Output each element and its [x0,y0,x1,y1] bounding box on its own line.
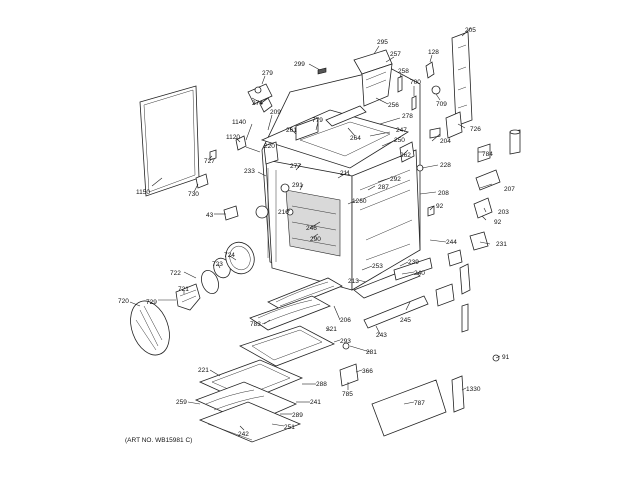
label-209: 209 [270,109,281,116]
label-250: 250 [394,137,405,144]
label-1150: 1150 [136,189,150,196]
bake-element-part [267,277,343,311]
door-gasket-part [139,85,200,197]
label-239: 239 [408,259,419,266]
label-281: 281 [366,349,377,356]
label-292: 292 [390,176,401,183]
label-784: 784 [482,151,493,158]
label-366: 366 [362,368,373,375]
label-233: 233 [244,168,255,175]
label-729: 729 [146,299,157,306]
label-724: 724 [224,252,235,259]
label-291: 291 [292,182,303,189]
label-220: 220 [264,143,275,150]
part-number-labels: 205 295 128 257 299 258 700 279 709 274 … [118,27,515,438]
label-43: 43 [206,212,214,219]
label-785: 785 [342,391,353,398]
label-231: 231 [496,241,507,248]
label-92-top: 92 [436,203,444,210]
label-299: 299 [294,61,305,68]
label-241: 241 [310,399,321,406]
label-727: 727 [204,158,215,165]
label-204: 204 [440,138,451,145]
label-264: 264 [350,135,361,142]
label-221-top: 221 [326,326,337,333]
label-279: 279 [262,70,273,77]
label-721: 721 [178,286,189,293]
label-293: 293 [340,338,351,345]
label-245: 245 [400,317,411,324]
label-243: 243 [376,332,387,339]
vent-duct-part [353,49,393,107]
label-257: 257 [390,51,401,58]
label-779: 779 [312,117,323,124]
label-242: 242 [238,431,249,438]
label-722: 722 [170,270,181,277]
label-288: 288 [316,381,327,388]
label-290: 290 [310,236,321,243]
label-274: 274 [252,100,263,107]
label-211: 211 [340,170,351,177]
label-1260: 1260 [352,198,367,205]
oven-body-part [260,67,421,291]
label-730: 730 [188,191,199,198]
label-262: 262 [400,152,411,159]
label-289: 289 [292,412,303,419]
label-128: 128 [428,49,439,56]
label-221-bottom: 221 [198,367,209,374]
small-hardware-parts [195,61,521,251]
broil-element-part [249,295,331,331]
label-256: 256 [388,102,399,109]
label-244: 244 [446,239,457,246]
label-253: 253 [372,263,383,270]
label-295: 295 [377,39,388,46]
label-247: 247 [396,127,407,134]
label-228: 228 [440,162,451,169]
convection-fan-assembly [130,241,255,356]
label-1330: 1330 [466,386,481,393]
label-203: 203 [498,209,509,216]
label-259: 259 [176,399,187,406]
label-92-bottom: 92 [494,219,502,226]
bottom-panel-part [194,325,335,443]
label-213: 213 [348,278,359,285]
label-277: 277 [290,163,301,170]
label-700: 700 [410,79,421,86]
label-246: 246 [306,225,317,232]
label-1120: 1120 [226,134,240,141]
label-278: 278 [402,113,413,120]
label-207: 207 [504,186,515,193]
label-91: 91 [502,354,510,361]
rear-panel-part [451,31,473,127]
label-1140: 1140 [232,119,246,126]
label-251: 251 [284,424,295,431]
label-261: 261 [286,127,297,134]
label-709: 709 [436,101,447,108]
label-210: 210 [278,209,289,216]
label-205: 205 [465,27,476,34]
label-720: 720 [118,298,129,305]
lower-right-parts [339,249,500,437]
art-number-caption: (ART NO. WB15981 C) [125,437,192,444]
label-258: 258 [398,68,409,75]
label-723: 723 [212,261,223,268]
label-787: 787 [414,400,425,407]
label-783: 783 [250,321,261,328]
leader-lines [129,27,501,431]
label-287: 287 [378,184,389,191]
label-208: 208 [438,190,449,197]
label-206: 206 [340,317,351,324]
label-726: 726 [470,126,481,133]
label-240: 240 [414,270,425,277]
